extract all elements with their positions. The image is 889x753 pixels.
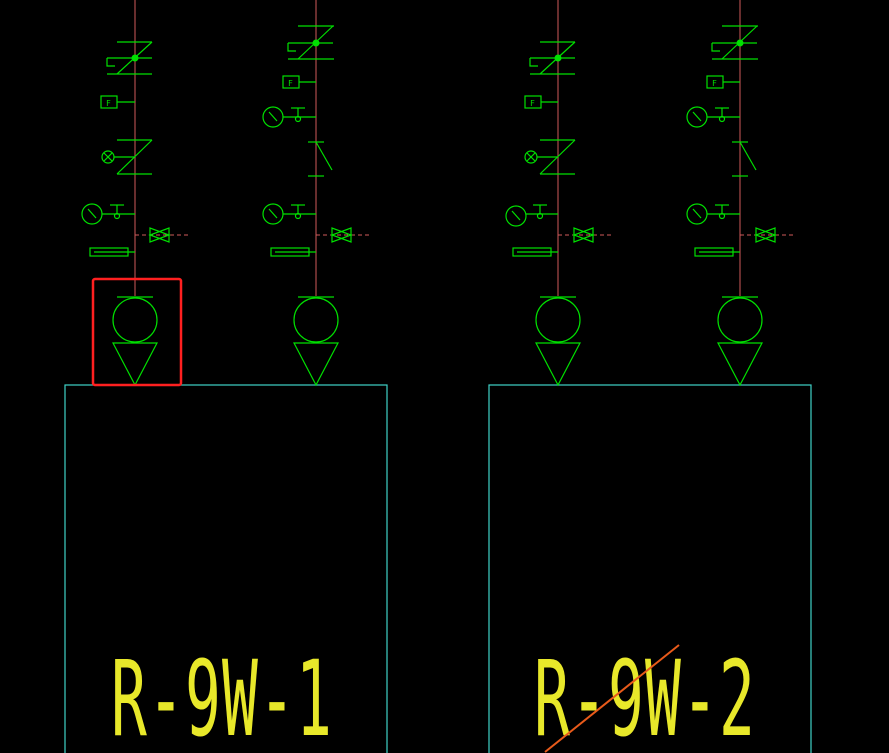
check-valve-icon	[135, 227, 190, 243]
pressure-gauge-icon	[262, 106, 316, 128]
flow-element-icon: F	[524, 95, 558, 109]
tank-label: R-9W-1	[111, 638, 333, 753]
tank-r-9w-2: R-9W-2	[488, 384, 812, 753]
pump-train-b: F	[262, 0, 372, 387]
check-valve-icon	[558, 227, 614, 243]
gate-valve-icon[interactable]	[711, 25, 758, 60]
check-valve-icon	[101, 139, 153, 175]
relief-valve-icon	[308, 141, 333, 177]
pressure-gauge-icon	[505, 204, 558, 227]
pump-base-icon	[112, 342, 158, 387]
check-valve-icon	[740, 227, 796, 243]
pump-train-c: F	[505, 0, 614, 387]
flange-icon	[270, 247, 316, 257]
flange-icon	[89, 247, 135, 257]
pressure-gauge-icon	[262, 203, 316, 225]
pump-motor-icon[interactable]	[112, 296, 158, 343]
gate-valve-icon[interactable]	[106, 41, 153, 75]
check-valve-icon	[316, 227, 372, 243]
pressure-gauge-icon	[81, 203, 135, 225]
pump-base-icon	[717, 342, 763, 387]
svg-text:F: F	[530, 99, 535, 108]
tank-outline	[488, 384, 812, 753]
tank-r-9w-1: R-9W-1	[64, 384, 388, 753]
svg-text:F: F	[106, 99, 111, 108]
strike-through-line	[544, 644, 680, 753]
gate-valve-icon[interactable]	[529, 41, 576, 75]
pump-train-d: F	[686, 0, 796, 387]
pump-train-a: F	[81, 0, 190, 387]
flow-element-icon: F	[100, 95, 135, 109]
svg-text:F: F	[288, 79, 293, 88]
pump-base-icon	[535, 342, 581, 387]
pump-base-icon	[293, 342, 339, 387]
pump-motor-icon[interactable]	[717, 296, 763, 343]
svg-text:F: F	[712, 79, 717, 88]
tank-label: R-9W-2	[534, 638, 756, 753]
flow-element-icon: F	[706, 75, 740, 89]
selection-highlight-box[interactable]	[91, 277, 183, 387]
relief-valve-icon	[732, 141, 757, 177]
pump-motor-icon[interactable]	[293, 296, 339, 343]
pressure-gauge-icon	[686, 203, 740, 225]
pressure-gauge-icon	[686, 106, 740, 128]
flange-icon	[694, 247, 740, 257]
flange-icon	[512, 247, 558, 257]
tank-outline	[64, 384, 388, 753]
gate-valve-icon[interactable]	[287, 25, 334, 60]
flow-element-icon: F	[282, 75, 316, 89]
pump-motor-icon[interactable]	[535, 296, 581, 343]
check-valve-icon	[524, 139, 576, 175]
